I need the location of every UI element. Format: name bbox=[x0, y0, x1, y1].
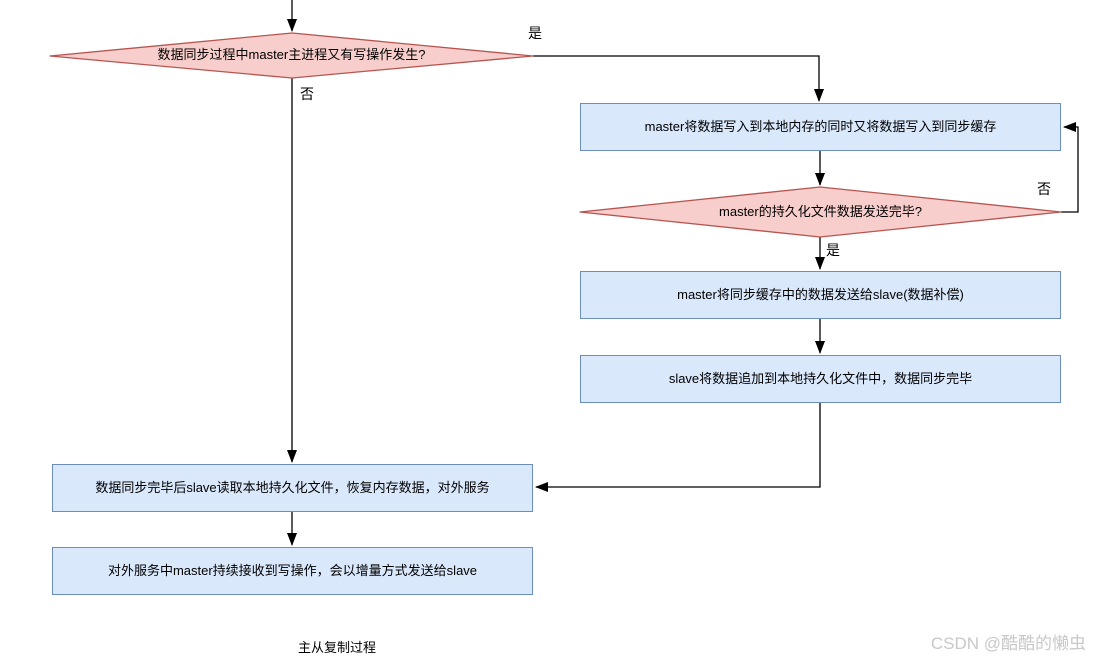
edge-decision2-no-loop-to-process1 bbox=[1061, 122, 1079, 213]
decision2-label: master的持久化文件数据发送完毕? bbox=[719, 203, 922, 219]
edge-process3-to-process4 bbox=[535, 403, 821, 492]
node-process-slave-read-persist-file-serve: 数据同步完毕后slave读取本地持久化文件，恢复内存数据，对外服务 bbox=[52, 464, 533, 512]
edge-label-no-1: 否 bbox=[299, 84, 315, 104]
node-process-slave-append-persist-file: slave将数据追加到本地持久化文件中，数据同步完毕 bbox=[580, 355, 1061, 403]
watermark-text: CSDN @酷酷的懒虫 bbox=[930, 634, 1086, 653]
diagram-title: 主从复制过程 bbox=[297, 640, 376, 655]
node-process-send-sync-buffer-to-slave: master将同步缓存中的数据发送给slave(数据补偿) bbox=[580, 271, 1061, 319]
edge-label-no-2: 否 bbox=[1036, 179, 1052, 199]
edge-decision1-yes-to-process1 bbox=[533, 55, 824, 102]
edge-label-yes-1: 是 bbox=[527, 23, 543, 43]
node-decision-persist-file-sent bbox=[579, 186, 1062, 238]
node-decision-write-during-sync bbox=[49, 32, 534, 79]
node-process-master-incremental-send: 对外服务中master持续接收到写操作，会以增量方式发送给slave bbox=[52, 547, 533, 595]
edge-label-yes-2: 是 bbox=[825, 240, 841, 260]
node-process-write-to-memory-and-sync-buffer: master将数据写入到本地内存的同时又将数据写入到同步缓存 bbox=[580, 103, 1061, 151]
decision1-label: 数据同步过程中master主进程又有写操作发生? bbox=[157, 47, 426, 63]
